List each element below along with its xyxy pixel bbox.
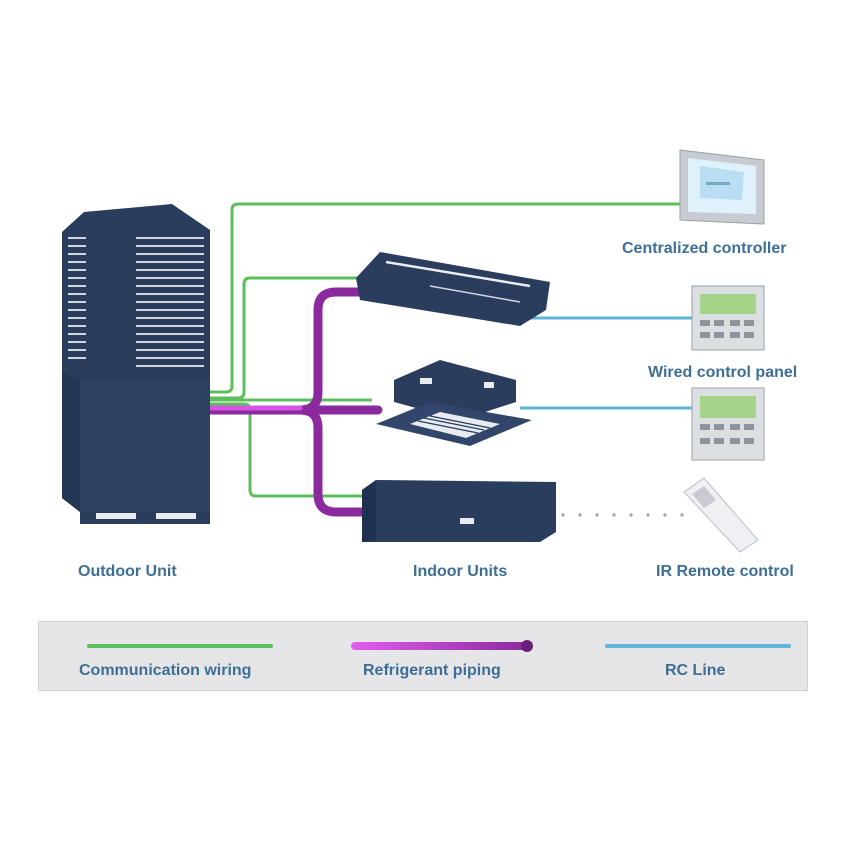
- rc-lines: [520, 316, 692, 410]
- legend-refrigerant-swatch: [351, 642, 529, 650]
- ceiling-suspended-unit-icon: [356, 252, 550, 326]
- ir-signal-dots: [561, 513, 684, 517]
- legend-rc-swatch: [605, 644, 791, 648]
- label-ir-remote: IR Remote control: [656, 563, 794, 580]
- outdoor-unit-icon: [62, 204, 210, 524]
- label-centralized-controller: Centralized controller: [622, 240, 787, 257]
- legend-rc-label: RC Line: [665, 662, 726, 679]
- wired-panel-icon: [691, 387, 765, 461]
- legend-refrigerant-end-dot: [521, 640, 533, 652]
- touchscreen-controller-icon: [679, 149, 765, 225]
- communication-wiring: [210, 202, 680, 498]
- ir-remote-icon: [683, 477, 759, 553]
- legend-refrigerant-label: Refrigerant piping: [363, 662, 501, 679]
- wall-mounted-unit-icon: [362, 480, 556, 542]
- wired-panel-icon: [691, 285, 765, 351]
- label-wired-control-panel: Wired control panel: [648, 364, 798, 381]
- label-indoor-units: Indoor Units: [413, 563, 508, 580]
- legend: Communication wiring Refrigerant piping …: [38, 621, 808, 691]
- legend-communication-label: Communication wiring: [79, 662, 252, 679]
- refrigerant-piping: [205, 287, 383, 517]
- label-outdoor-unit: Outdoor Unit: [78, 563, 177, 580]
- legend-communication-swatch: [87, 644, 273, 648]
- cassette-unit-icon: [376, 360, 532, 446]
